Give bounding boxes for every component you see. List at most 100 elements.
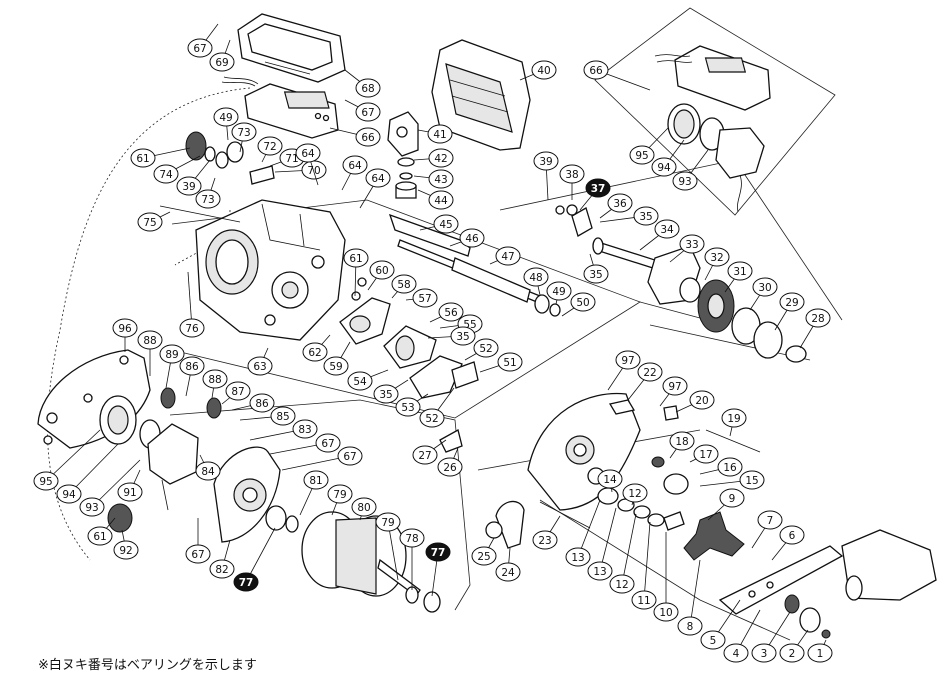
drag-stack-part [597,456,745,561]
callout-number: 26 [443,462,457,474]
leader-line [599,507,617,572]
callout-number: 64 [348,160,362,172]
callout-41: 41 [417,124,453,144]
callout-bubble [532,530,558,550]
callout-16: 16 [699,457,743,477]
bearing-callout-bubble [425,542,451,562]
callout-bubble [375,512,401,532]
callout-bubble [315,433,341,453]
callout-25: 25 [471,537,497,566]
callout-number: 27 [418,450,431,462]
callout-bubble [137,330,163,350]
callout-bubble [721,408,747,428]
callout-88: 88 [202,369,228,399]
callout-8: 8 [677,559,703,636]
callout-number: 14 [603,474,617,486]
callout-64: 64 [341,155,368,191]
callout-bubble [412,445,438,465]
callout-31: 31 [724,261,753,293]
callout-number: 45 [439,219,452,231]
callout-number: 57 [418,293,431,305]
callout-66: 66 [583,60,651,91]
callout-number: 67 [193,43,206,55]
callout-bubble [87,526,113,546]
callout-number: 35 [379,389,392,401]
callout-number: 44 [434,195,448,207]
callout-number: 29 [785,297,798,309]
callout-number: 15 [745,475,758,487]
callout-bubble [249,393,275,413]
callout-91: 91 [117,469,143,502]
callout-56: 56 [429,302,464,323]
callout-27: 27 [412,439,447,465]
callout-number: 35 [639,211,652,223]
callout-number: 3 [761,648,768,660]
callout-36: 36 [599,193,633,219]
callout-bubble [427,124,453,144]
main-frame-part [195,199,346,341]
callout-bubble [292,419,318,439]
callout-76: 76 [179,271,205,338]
callout-number: 74 [159,169,173,181]
callout-number: 8 [687,621,694,633]
callout-bubble [179,318,205,338]
callout-number: 80 [357,502,370,514]
callout-93: 93 [79,459,141,517]
callout-13: 13 [587,507,617,581]
callout-number: 64 [301,148,315,160]
callout-bubble [428,190,454,210]
callout-44: 44 [417,189,454,210]
callout-bubble [355,102,381,122]
callout-88: 88 [137,330,163,376]
small-hardware [439,405,761,549]
callout-number: 4 [733,648,740,660]
callout-73: 73 [231,122,257,153]
callout-number: 19 [727,413,740,425]
callout-bubble [739,470,765,490]
callout-bubble [399,528,425,548]
callout-3: 3 [751,611,791,663]
callout-1: 1 [807,639,833,663]
callout-49: 49 [213,107,239,141]
frame-top-part [431,39,531,151]
callout-number: 24 [501,567,515,579]
callout-number: 5 [710,635,717,647]
callout-number: 86 [185,361,199,373]
bearing-legend-note: ※白ヌキ番号はベアリングを示します [38,658,257,673]
callout-85: 85 [239,406,296,426]
callout-40: 40 [519,60,557,81]
callout-number: 36 [613,198,627,210]
callout-64: 64 [359,168,391,209]
callout-bubble [179,356,205,376]
callout-number: 42 [434,153,447,165]
callout-bubble [717,457,743,477]
callout-number: 11 [637,595,650,607]
callout-number: 49 [219,112,232,124]
callout-bubble [270,406,296,426]
callout-number: 35 [589,269,602,281]
callout-28: 28 [799,308,831,349]
callout-83: 83 [249,419,318,441]
bearing-callout-bubble [585,178,611,198]
leader-line [643,521,651,601]
callout-bubble [231,122,257,142]
callout-18: 18 [669,431,695,459]
callout-15: 15 [699,470,765,490]
callout-93: 93 [672,149,709,191]
callout-70: 70 [274,160,327,180]
callout-bubble [428,148,454,168]
callout-39: 39 [176,159,211,196]
callout-95: 95 [629,127,669,165]
callout-bubble [629,145,655,165]
callout-49: 49 [546,281,572,305]
callout-67: 67 [269,433,341,455]
callout-number: 10 [659,607,672,619]
callout-number: 7 [767,515,774,527]
callout-bubble [757,510,783,530]
callout-number: 48 [529,272,542,284]
callout-number: 62 [308,347,321,359]
callout-bubble [438,302,464,322]
callout-30: 30 [749,277,778,311]
callout-number: 60 [375,265,388,277]
